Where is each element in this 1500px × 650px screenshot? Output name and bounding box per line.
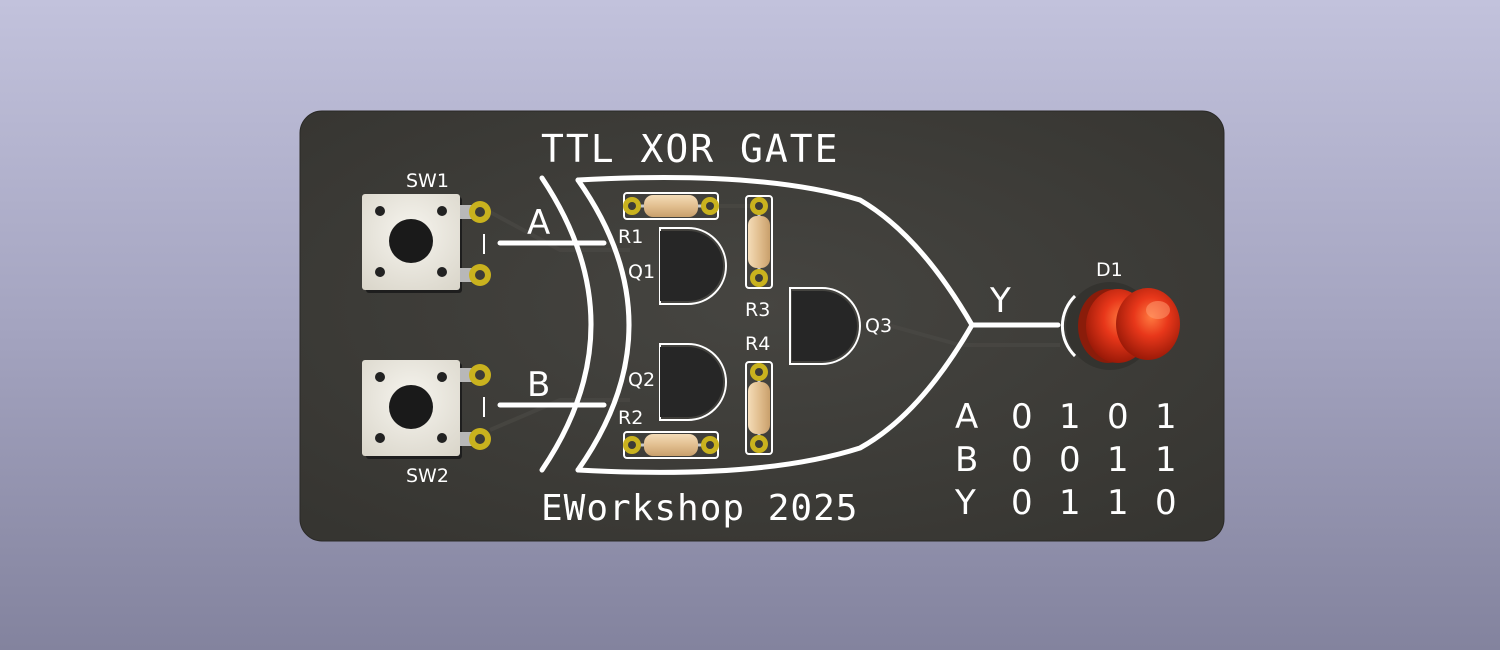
truth-table-row-label: A	[955, 397, 978, 437]
r1-designator: R1	[618, 226, 643, 248]
board-footer: EWorkshop 2025	[541, 488, 858, 529]
truth-table-cell: 1	[1059, 397, 1081, 437]
sw1-designator: SW1	[406, 170, 449, 192]
xor-body-back-curve	[575, 177, 632, 473]
resistor-r4	[745, 361, 773, 455]
truth-table-row-label: B	[955, 440, 978, 480]
pcb-board	[299, 110, 1225, 542]
transistor-q2	[659, 343, 727, 421]
led-d1	[1060, 282, 1180, 370]
sw2-designator: SW2	[406, 465, 449, 487]
xor-body-top	[575, 175, 975, 328]
output-y-label: Y	[989, 281, 1011, 321]
transistor-q3	[789, 287, 861, 365]
signal-lines	[497, 240, 1061, 408]
sw2-button-cap	[389, 385, 433, 429]
truth-table-cell: 1	[1155, 397, 1177, 437]
input-b-label: B	[527, 365, 550, 405]
resistor-r1	[623, 192, 719, 220]
d1-designator: D1	[1096, 259, 1123, 281]
truth-table-cell: 1	[1107, 483, 1129, 523]
truth-table-cell: 1	[1155, 440, 1177, 480]
truth-table-cell: 0	[1107, 397, 1129, 437]
truth-table-cell: 0	[1011, 440, 1033, 480]
xor-gate-symbol	[539, 175, 975, 475]
board-title: TTL XOR GATE	[541, 127, 840, 171]
truth-table-cell: 0	[1011, 483, 1033, 523]
q3-designator: Q3	[865, 315, 892, 337]
input-a-label: A	[527, 203, 550, 243]
truth-table-cell: 0	[1011, 397, 1033, 437]
resistor-r3	[745, 195, 773, 289]
transistor-q1	[659, 227, 727, 305]
q1-designator: Q1	[628, 261, 655, 283]
resistor-r2	[623, 431, 719, 459]
truth-table-cell: 0	[1059, 440, 1081, 480]
q2-designator: Q2	[628, 369, 655, 391]
truth-table-row-label: Y	[954, 483, 976, 523]
switch-sw1[interactable]	[362, 194, 491, 293]
switch-sw2[interactable]	[362, 360, 491, 459]
xor-body-bottom	[575, 322, 975, 475]
r4-designator: R4	[745, 333, 770, 355]
xor-extra-input-curve	[539, 175, 594, 473]
r3-designator: R3	[745, 299, 770, 321]
truth-table-cell: 0	[1155, 483, 1177, 523]
truth-table-cell: 1	[1059, 483, 1081, 523]
truth-table-cell: 1	[1107, 440, 1129, 480]
sw1-button-cap	[389, 219, 433, 263]
r2-designator: R2	[618, 407, 643, 429]
